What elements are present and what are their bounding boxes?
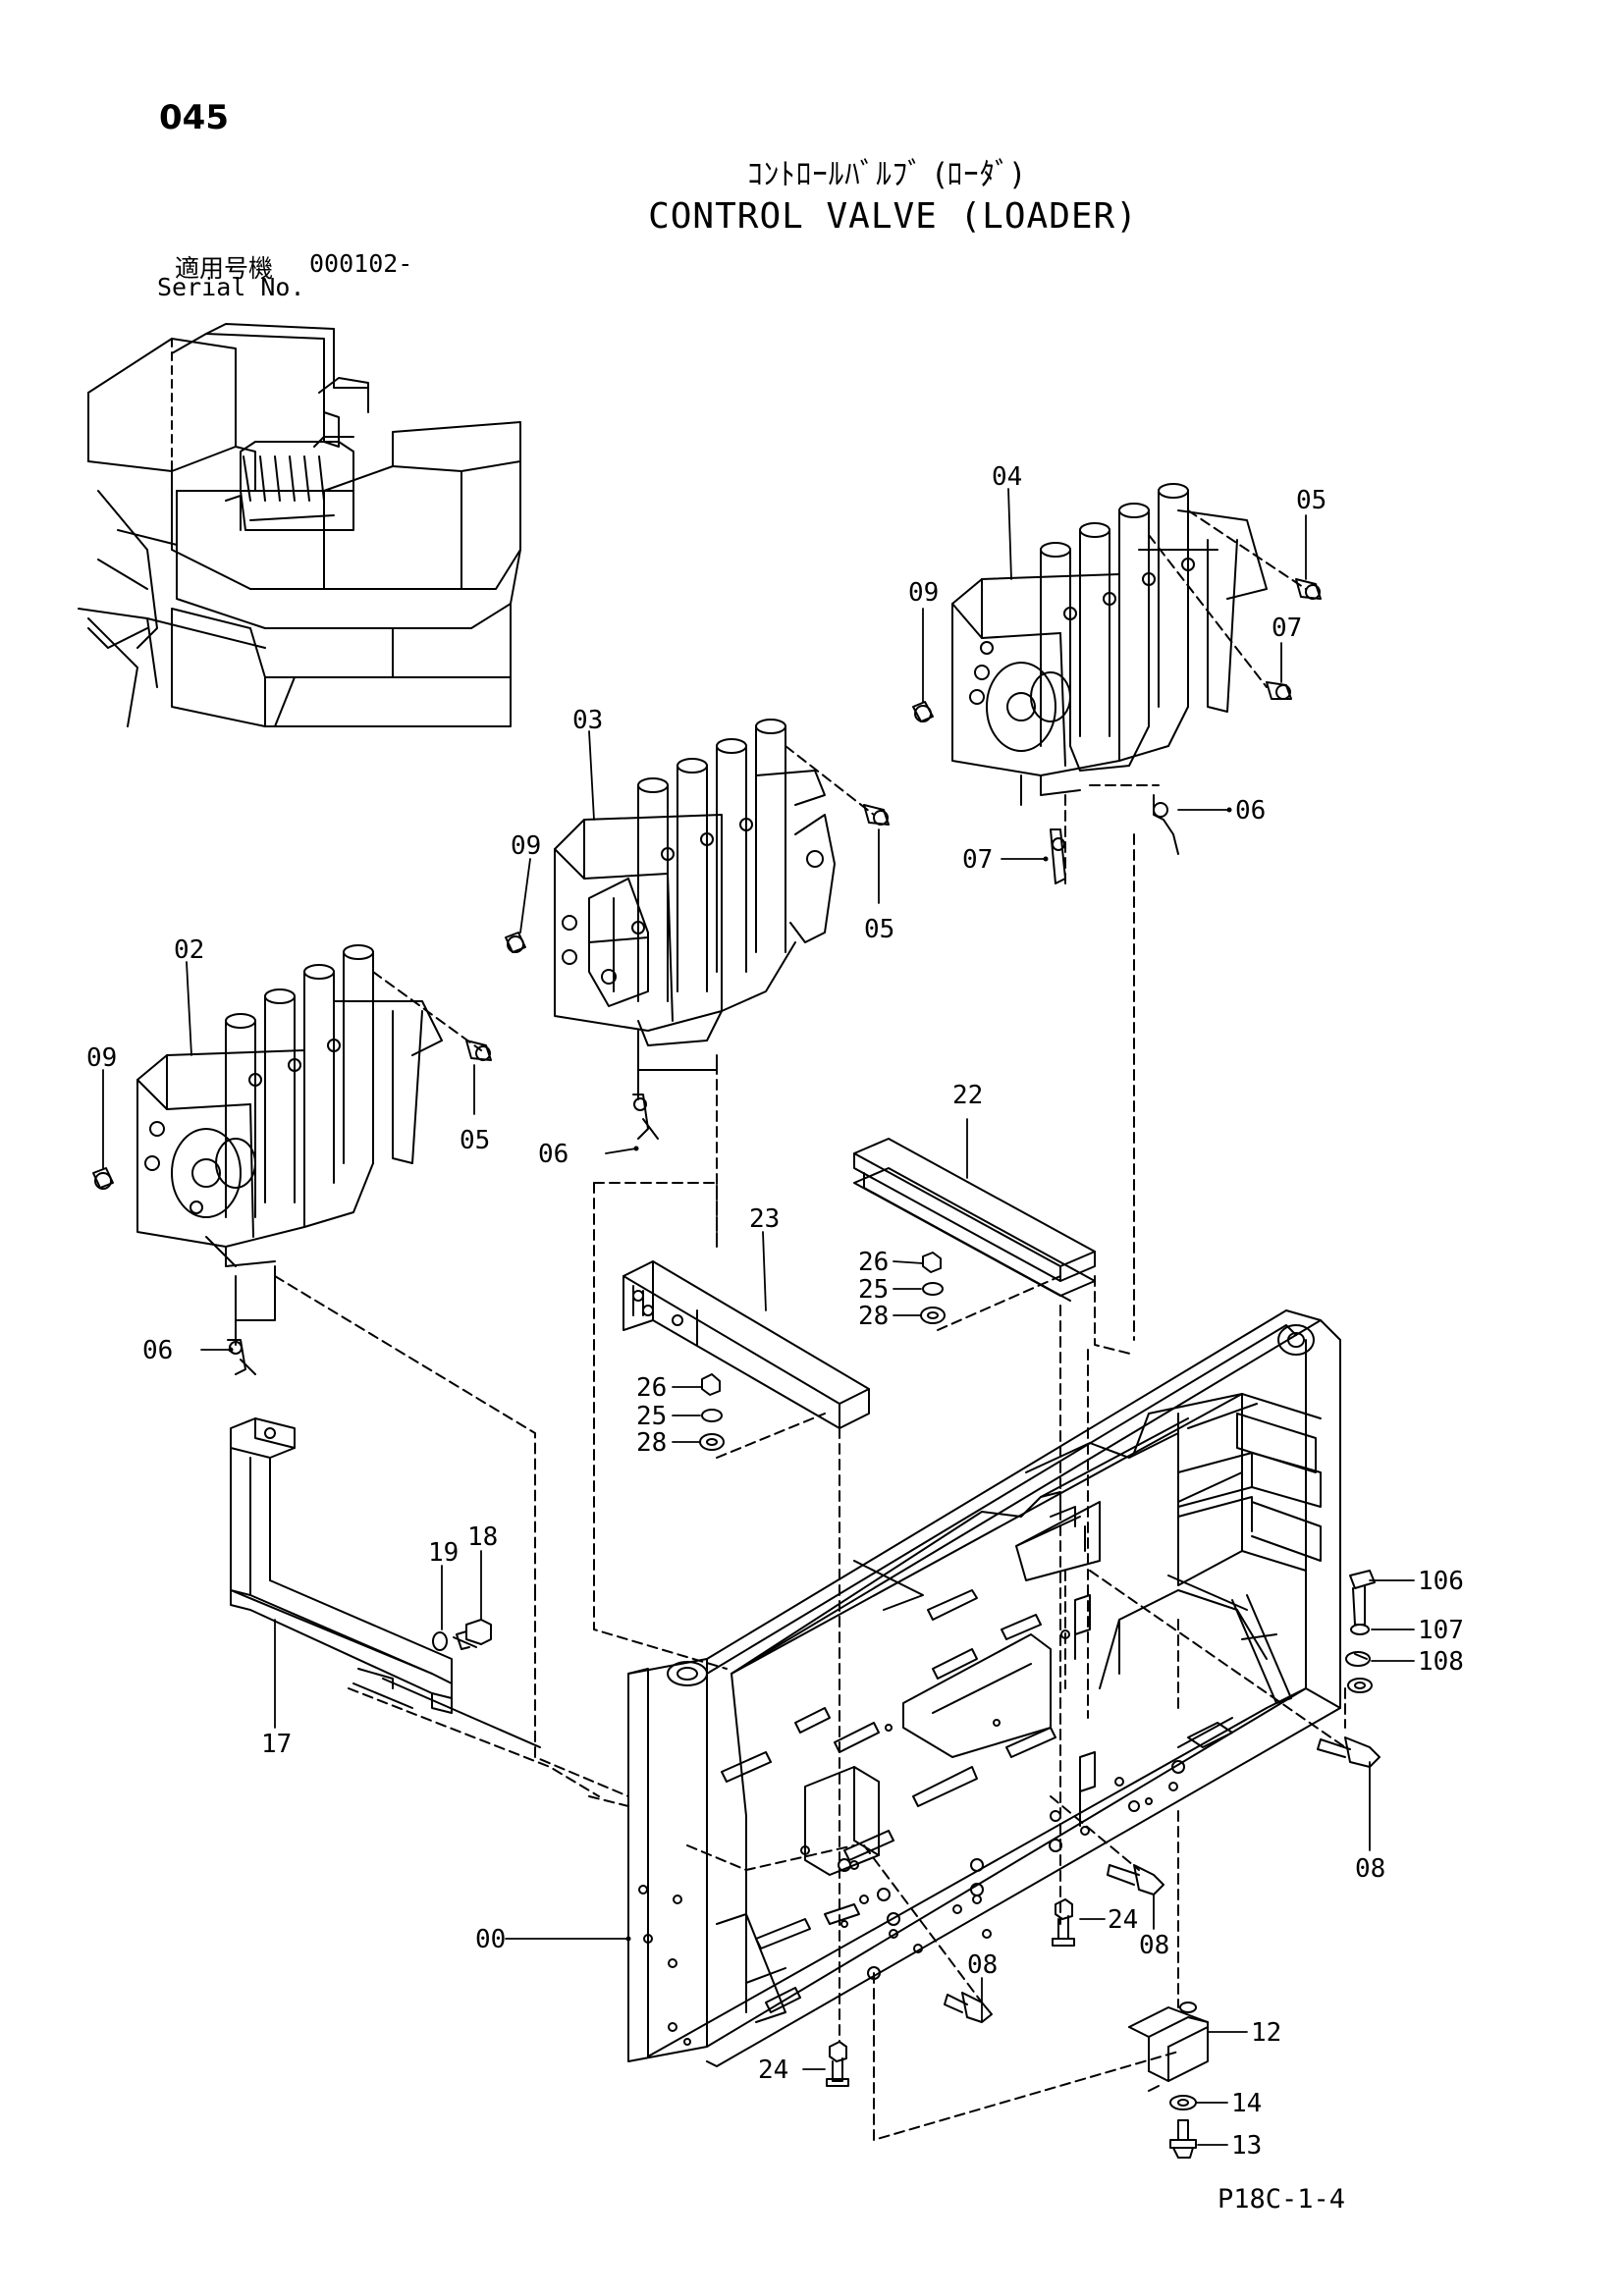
- machine-overview-illustration: [78, 323, 521, 727]
- callout-25: 25: [858, 1275, 889, 1305]
- callout-108: 108: [1418, 1647, 1464, 1677]
- document-code: P18C-1-4: [1218, 2184, 1346, 2215]
- callout-08: 08: [1139, 1931, 1169, 1960]
- title-japanese: ｺﾝﾄﾛｰﾙﾊﾞﾙﾌﾞ (ﾛｰﾀﾞ): [747, 157, 1024, 192]
- hardware-stack-upper: [699, 1252, 1061, 1459]
- callout-07: 07: [962, 845, 993, 875]
- control-valve-03: [505, 719, 890, 1140]
- serial-label-japanese: 適用号機: [175, 254, 274, 283]
- callout-06: 06: [538, 1140, 568, 1169]
- callout-14: 14: [1231, 2089, 1262, 2118]
- callout-18: 18: [467, 1522, 498, 1552]
- callout-28: 28: [636, 1428, 667, 1458]
- support-beam-23: [623, 1260, 870, 1429]
- callout-19: 19: [428, 1538, 459, 1568]
- hardware-bolts-24: [826, 1898, 1075, 2087]
- callout-08: 08: [967, 1950, 998, 1980]
- alignment-lines: [274, 833, 1346, 2141]
- callout-106: 106: [1418, 1567, 1464, 1596]
- page-number: 045: [159, 98, 229, 137]
- callout-labels: 04 05 09 07 06 07 03 09 05 02 09 05 06 0…: [86, 462, 1464, 2161]
- hardware-106-107-108: [1345, 1570, 1376, 1693]
- control-valve-04: [912, 483, 1322, 884]
- callout-05: 05: [460, 1126, 490, 1155]
- callout-08: 08: [1355, 1854, 1385, 1884]
- hardware-bolts-08: [863, 1570, 1380, 2023]
- bracket-12: [1128, 2002, 1209, 2159]
- callout-00: 00: [475, 1925, 506, 1954]
- callout-03: 03: [572, 706, 603, 735]
- callout-06: 06: [142, 1336, 173, 1365]
- callout-02: 02: [174, 935, 204, 965]
- callout-25: 25: [636, 1402, 667, 1431]
- callout-23: 23: [749, 1204, 780, 1234]
- callout-05: 05: [1296, 486, 1326, 515]
- serial-label-english: Serial No.: [157, 273, 305, 301]
- callout-26: 26: [858, 1248, 889, 1277]
- callout-09: 09: [86, 1043, 117, 1073]
- leader-lines: [102, 488, 1415, 2146]
- callout-26: 26: [636, 1373, 667, 1403]
- callout-22: 22: [952, 1081, 983, 1110]
- callout-04: 04: [992, 462, 1022, 492]
- serial-number-value: 000102-: [309, 249, 413, 278]
- callout-107: 107: [1418, 1616, 1464, 1645]
- callout-17: 17: [261, 1730, 292, 1759]
- callout-09: 09: [511, 831, 541, 861]
- callout-13: 13: [1231, 2131, 1262, 2161]
- bracket-17: [230, 1417, 600, 1797]
- leader-dots: [228, 807, 1232, 1942]
- title-english: CONTROL VALVE (LOADER): [648, 196, 1138, 237]
- callout-24: 24: [1108, 1905, 1138, 1935]
- callout-12: 12: [1251, 2018, 1281, 2048]
- callout-05: 05: [864, 915, 894, 944]
- callout-06: 06: [1235, 796, 1266, 826]
- callout-09: 09: [908, 578, 939, 608]
- callout-24: 24: [758, 2056, 788, 2085]
- callout-28: 28: [858, 1302, 889, 1331]
- callout-07: 07: [1272, 614, 1302, 643]
- control-valve-02: [92, 944, 492, 1375]
